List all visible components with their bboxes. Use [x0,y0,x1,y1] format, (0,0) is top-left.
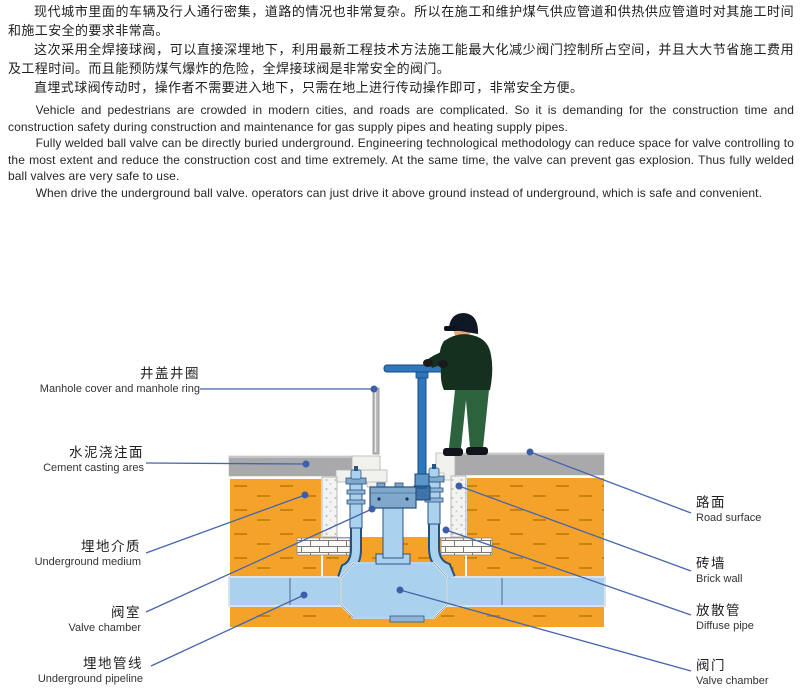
label-cement-casting-en: Cement casting ares [43,462,144,474]
worker-figure [423,313,493,456]
label-underground-medium-en: Underground medium [34,556,141,568]
label-manhole-cover-en: Manhole cover and manhole ring [39,383,200,395]
intro-chinese: 现代城市里面的车辆及行人通行密集，道路的情况也非常复杂。所以在施工和维护煤气供应… [8,3,794,98]
label-valve-en: Valve chamber [696,675,769,687]
label-cement-casting: 水泥浇注面 Cement casting ares [0,446,144,475]
worker-trousers [449,390,489,448]
leader-underground-medium [145,494,306,554]
label-valve-chamber: 阀室 Valve chamber [0,606,141,635]
label-brick-wall: 砖墙 Brick wall [696,557,800,586]
valve-actuator [369,482,431,509]
intro-en-paragraph-1: Vehicle and pedestrians are crowded in m… [8,103,794,134]
worker-shoe-right [466,447,488,455]
intro-en-paragraph-3: When drive the underground ball valve. o… [35,185,763,200]
label-valve-zh: 阀门 [696,658,726,674]
leader-dots [300,385,534,599]
leader-brick-wall [458,485,692,572]
leader-diffuse-pipe [445,529,692,616]
label-manhole-cover-zh: 井盖井圈 [140,366,200,382]
drive-rod [414,376,430,489]
leader-lines [145,388,692,672]
label-diffuse-pipe-zh: 放散管 [696,603,741,619]
label-cement-casting-zh: 水泥浇注面 [69,445,144,461]
leader-underground-pipeline [150,594,305,667]
label-diffuse-pipe: 放散管 Diffuse pipe [696,604,800,633]
intro-english: Vehicle and pedestrians are crowded in m… [8,102,794,202]
concrete-pillar-left [321,476,338,538]
label-manhole-cover: 井盖井圈 Manhole cover and manhole ring [0,367,200,396]
leader-valve [399,589,692,672]
label-underground-pipeline-zh: 埋地管线 [83,656,143,672]
brick-wall-left [296,537,351,556]
label-underground-medium-zh: 埋地介质 [81,539,141,555]
intro-zh-paragraph-1: 现代城市里面的车辆及行人通行密集，道路的情况也非常复杂。所以在施工和维护煤气供应… [8,5,794,39]
label-diffuse-pipe-en: Diffuse pipe [696,620,754,632]
brick-wall-right [440,537,493,556]
intro-zh-paragraph-2: 这次采用全焊接球阀，可以直接深埋地下，利用最新工程技术方法施工能最大化减少阀门控… [8,43,794,77]
diffuse-standpipe-right [423,464,445,525]
label-valve-chamber-en: Valve chamber [68,622,141,634]
leader-road-surface [529,451,692,514]
label-brick-wall-en: Brick wall [696,573,743,585]
worker-shoe-left [443,448,463,456]
label-valve: 阀门 Valve chamber [696,659,800,688]
ball-valve-body [340,562,448,623]
intro-en-paragraph-2: Fully welded ball valve can be directly … [8,136,794,184]
label-road-surface-zh: 路面 [696,495,726,511]
manhole-cover-open [372,387,380,455]
leader-valve-chamber [145,508,373,613]
label-road-surface: 路面 Road surface [696,496,800,525]
road-right [435,451,606,481]
label-brick-wall-zh: 砖墙 [696,556,726,572]
label-underground-pipeline: 埋地管线 Underground pipeline [0,657,143,686]
diffuse-pipe-left [337,524,362,580]
worker-hand-left [423,359,433,367]
concrete-pillar-right [450,475,467,538]
worker-hand-right [438,360,448,368]
worker-arm [428,347,459,368]
worker-cap-brim [444,326,458,331]
intro-zh-paragraph-3: 直埋式球阀传动时，操作者不需要进入地下，只需在地上进行传动操作即可，非常安全方便… [34,81,584,96]
diffuse-pipe-right [428,522,456,581]
label-road-surface-en: Road surface [696,512,762,524]
label-valve-chamber-zh: 阀室 [111,605,141,621]
label-underground-medium: 埋地介质 Underground medium [0,540,141,569]
label-underground-pipeline-en: Underground pipeline [37,673,143,685]
leader-cement-casting [145,462,307,465]
